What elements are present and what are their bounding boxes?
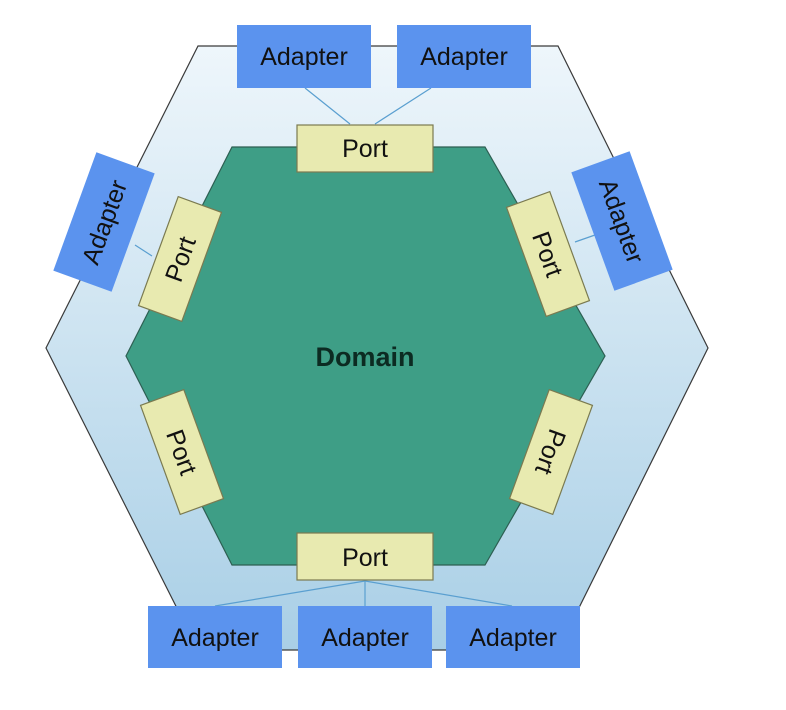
domain-label: Domain (315, 342, 414, 372)
port-lower-right[interactable]: Port (508, 388, 594, 516)
adapter-label: Adapter (420, 43, 508, 71)
adapter-label: Adapter (171, 624, 259, 652)
adapter-bottom-right[interactable]: Adapter (446, 606, 580, 668)
adapter-bottom-center[interactable]: Adapter (298, 606, 432, 668)
adapter-right[interactable]: Adapter (571, 151, 673, 291)
domain-hexagon (125, 146, 606, 566)
adapter-top-right[interactable]: Adapter (397, 25, 531, 88)
port-label: Port (342, 135, 388, 163)
adapter-label: Adapter (469, 624, 557, 652)
adapter-label: Adapter (260, 43, 348, 71)
connectors (134, 87, 596, 607)
port-lower-left[interactable]: Port (139, 388, 225, 516)
port-top[interactable]: Port (296, 124, 434, 173)
connector-line (364, 580, 513, 607)
port-label: Port (342, 544, 388, 572)
connector-line (574, 234, 596, 243)
connector-line (134, 244, 153, 257)
adapter-label: Adapter (321, 624, 409, 652)
connector-line (214, 580, 366, 607)
adapter-top-left[interactable]: Adapter (237, 25, 371, 88)
adapter-left[interactable]: Adapter (53, 152, 155, 292)
connector-line (374, 87, 432, 125)
port-bottom[interactable]: Port (296, 532, 434, 581)
connector-line (304, 87, 351, 125)
adapter-bottom-left[interactable]: Adapter (148, 606, 282, 668)
port-upper-right[interactable]: Port (505, 190, 591, 318)
port-upper-left[interactable]: Port (137, 195, 223, 323)
